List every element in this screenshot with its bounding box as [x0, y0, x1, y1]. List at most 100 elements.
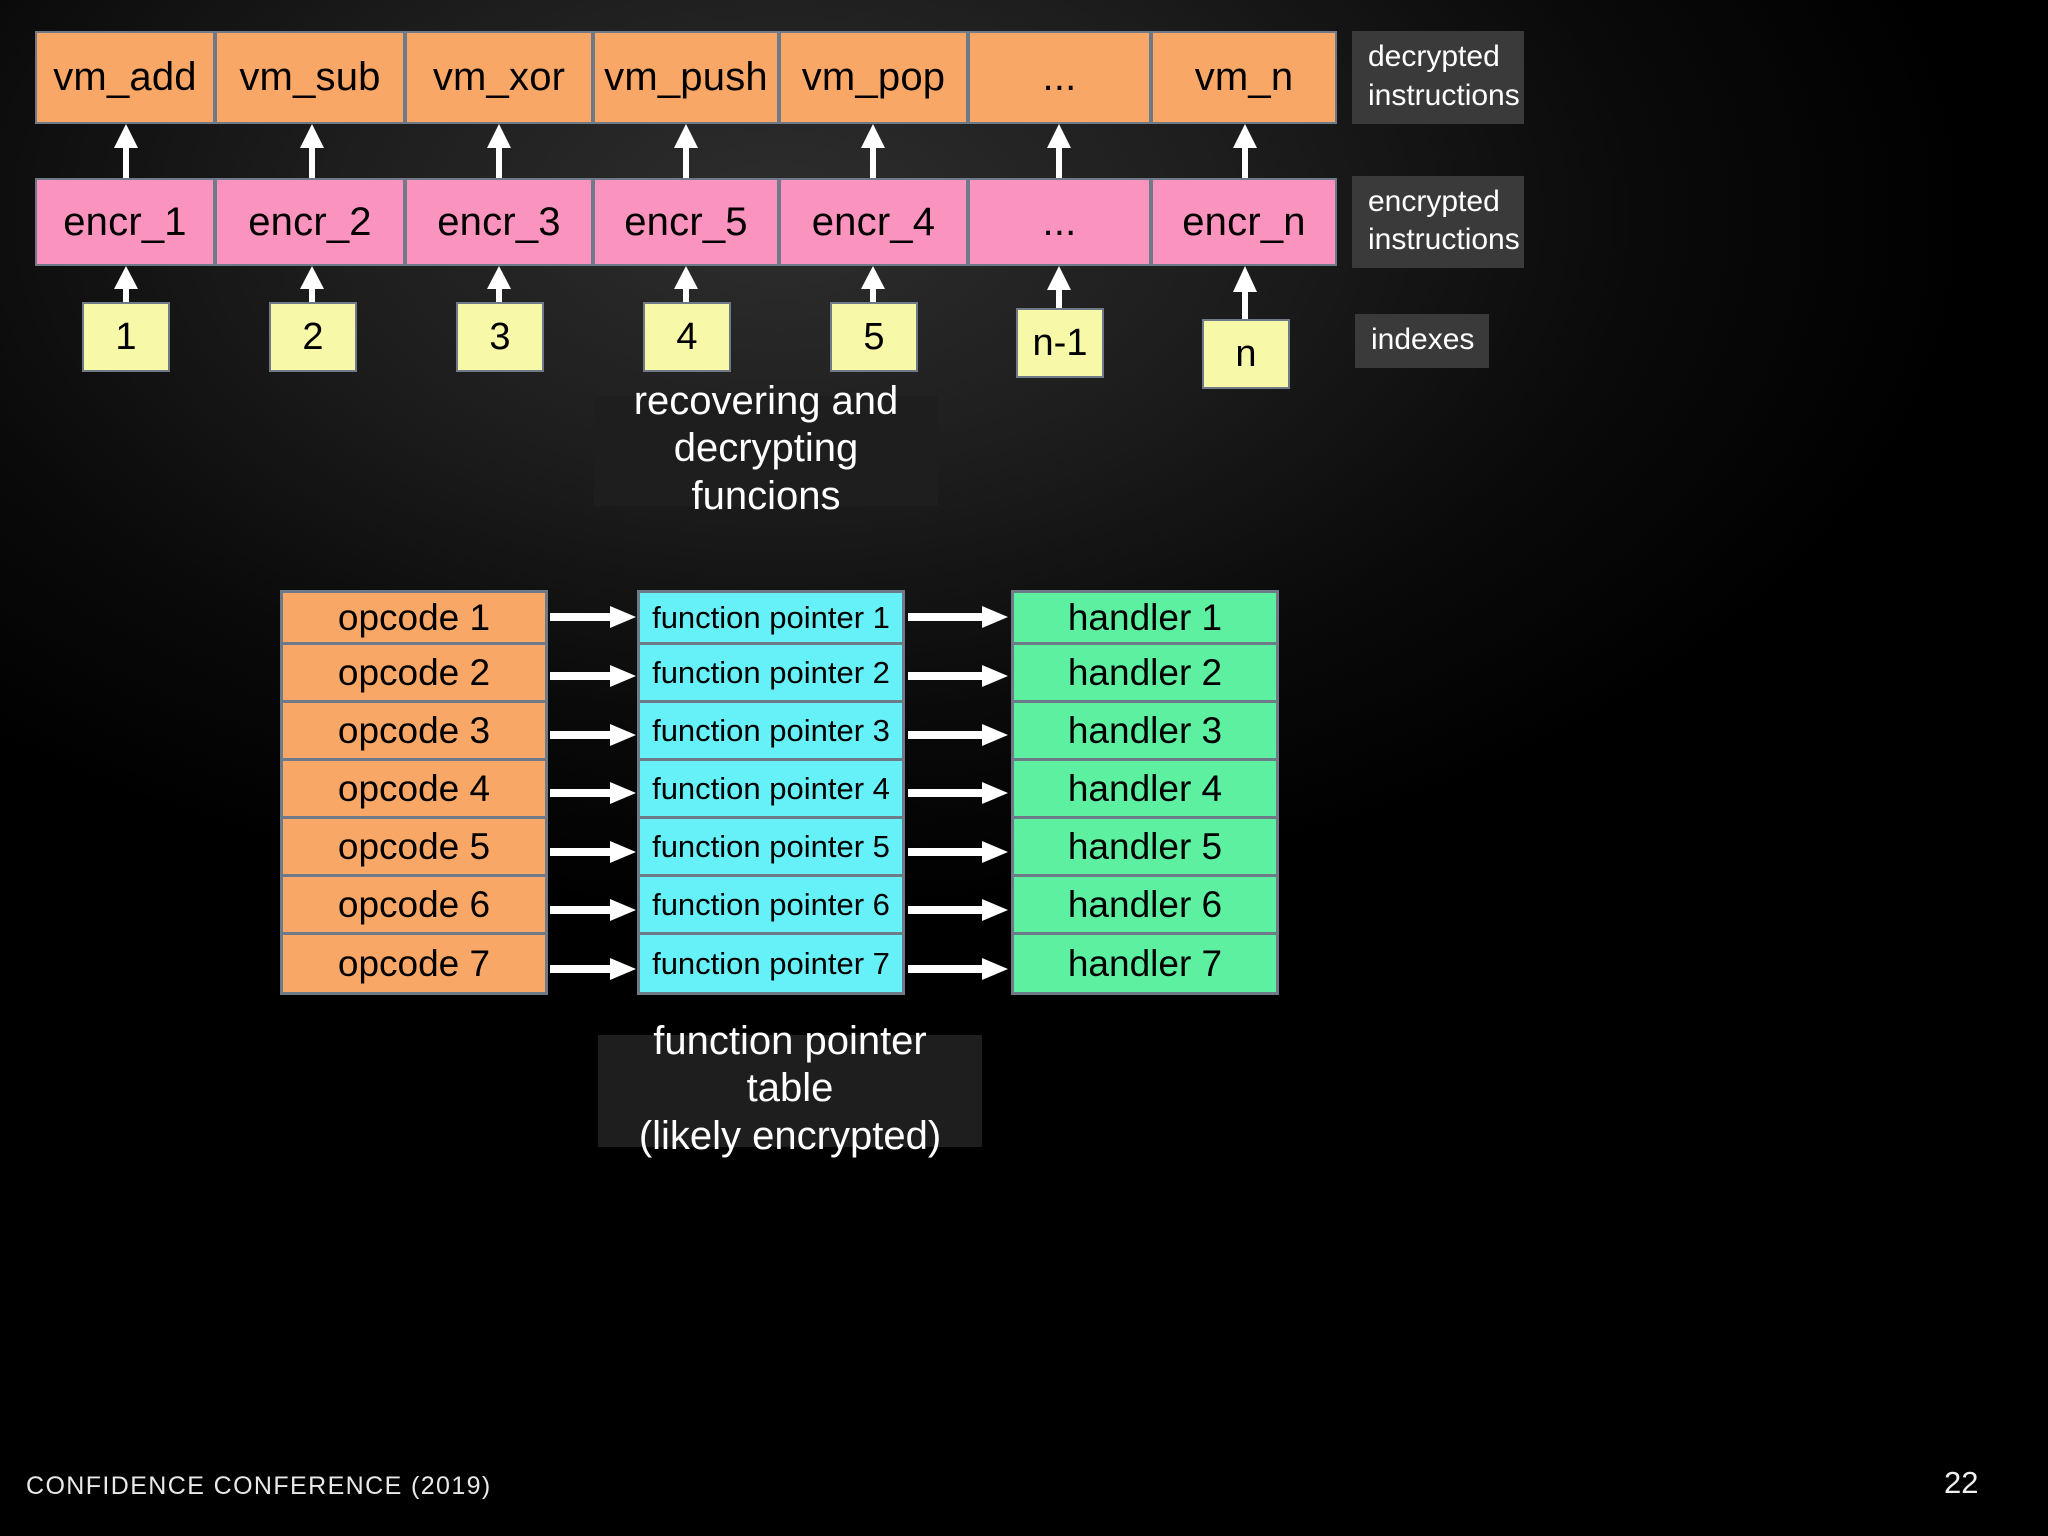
arrow-right-funcptr4-to-handler4 — [908, 782, 1008, 804]
arrow-up-encr3-to-vmxor — [487, 124, 511, 178]
funcptr-row-4: function pointer 4 — [637, 761, 905, 819]
decrypted-cell-1-label: vm_add — [53, 55, 197, 99]
decrypted-cell-7-label: vm_n — [1194, 55, 1294, 99]
encrypted-cell-1: encr_1 — [35, 178, 215, 266]
opcode-table: opcode 1 opcode 2 opcode 3 opcode 4 opco… — [280, 590, 548, 995]
funcptr-row-5: function pointer 5 — [637, 819, 905, 877]
fpt-caption-line2: (likely encrypted) — [638, 1113, 942, 1158]
arrow-right-opcode7-to-funcptr7 — [550, 958, 636, 980]
opcode-row-5-label: opcode 5 — [337, 825, 491, 867]
fpt-caption-line1: function pointer table — [653, 1019, 927, 1111]
funcptr-row-3-label: function pointer 3 — [652, 712, 890, 748]
decrypted-cell-2: vm_sub — [215, 31, 405, 124]
arrow-right-opcode2-to-funcptr2 — [550, 665, 636, 687]
funcptr-row-5-label: function pointer 5 — [652, 828, 890, 864]
opcode-row-1-label: opcode 1 — [337, 596, 491, 638]
handler-row-2-label: handler 2 — [1067, 651, 1223, 693]
encrypted-instructions-label: encrypted instructions — [1352, 176, 1524, 268]
decrypted-cell-4: vm_push — [593, 31, 779, 124]
encrypted-cell-4: encr_5 — [593, 178, 779, 266]
decrypted-label-line1: decrypted — [1368, 40, 1500, 74]
decrypted-cell-5-label: vm_pop — [801, 55, 946, 99]
handler-row-4: handler 4 — [1011, 761, 1279, 819]
encrypted-cell-5: encr_4 — [779, 178, 968, 266]
handler-row-1: handler 1 — [1011, 590, 1279, 645]
handler-row-1-label: handler 1 — [1067, 596, 1223, 638]
opcode-row-4: opcode 4 — [280, 761, 548, 819]
opcode-row-2-label: opcode 2 — [337, 651, 491, 693]
handler-row-5-label: handler 5 — [1067, 825, 1223, 867]
opcode-row-5: opcode 5 — [280, 819, 548, 877]
opcode-row-4-label: opcode 4 — [337, 767, 491, 809]
arrow-up-ellipsis — [1047, 124, 1071, 178]
index-cell-2-label: 2 — [302, 315, 324, 358]
opcode-row-3-label: opcode 3 — [337, 709, 491, 751]
arrow-up-index4-to-encr5 — [674, 266, 698, 316]
arrow-right-funcptr5-to-handler5 — [908, 841, 1008, 863]
opcode-row-6: opcode 6 — [280, 877, 548, 935]
arrow-up-indexn-to-encrn — [1233, 266, 1257, 336]
funcptr-row-3: function pointer 3 — [637, 703, 905, 761]
encrypted-cell-1-label: encr_1 — [63, 199, 187, 244]
arrow-up-encr4-to-vmpop — [861, 124, 885, 178]
index-cell-1: 1 — [82, 302, 170, 372]
opcode-row-6-label: opcode 6 — [337, 883, 491, 925]
decrypted-instructions-label: decrypted instructions — [1352, 31, 1524, 124]
encrypted-cell-7-label: encr_n — [1182, 199, 1306, 244]
footer-conference: CONFIDENCE CONFERENCE (2019) — [26, 1472, 492, 1500]
funcptr-row-2-label: function pointer 2 — [652, 654, 890, 690]
indexes-label-text: indexes — [1371, 322, 1475, 356]
encrypted-cell-2: encr_2 — [215, 178, 405, 266]
handler-row-6-label: handler 6 — [1067, 883, 1223, 925]
arrow-right-opcode4-to-funcptr4 — [550, 782, 636, 804]
arrow-right-funcptr1-to-handler1 — [908, 606, 1008, 628]
handler-row-2: handler 2 — [1011, 645, 1279, 703]
encrypted-cell-6-label: ... — [1042, 199, 1077, 244]
opcode-row-7: opcode 7 — [280, 935, 548, 995]
index-cell-4: 4 — [643, 302, 731, 372]
arrow-right-opcode3-to-funcptr3 — [550, 724, 636, 746]
arrow-up-encr1-to-vmadd — [114, 124, 138, 178]
encrypted-cell-5-label: encr_4 — [811, 199, 936, 244]
handler-row-7: handler 7 — [1011, 935, 1279, 995]
decrypted-cell-6: ... — [968, 31, 1151, 124]
funcptr-row-7-label: function pointer 7 — [652, 945, 890, 981]
recovering-decrypting-caption: recovering and decrypting funcions — [594, 379, 938, 518]
index-cell-1-label: 1 — [115, 315, 137, 358]
funcptr-row-7: function pointer 7 — [637, 935, 905, 995]
arrow-right-funcptr6-to-handler6 — [908, 899, 1008, 921]
decrypted-cell-2-label: vm_sub — [239, 55, 381, 99]
encrypted-cell-3-label: encr_3 — [437, 199, 561, 244]
arrow-right-opcode5-to-funcptr5 — [550, 841, 636, 863]
encrypted-cell-3: encr_3 — [405, 178, 593, 266]
arrow-up-index2-to-encr2 — [300, 266, 324, 316]
page-number: 22 — [1944, 1465, 1979, 1500]
funcptr-row-1-label: function pointer 1 — [652, 599, 890, 635]
handler-table: handler 1 handler 2 handler 3 handler 4 … — [1011, 590, 1279, 995]
funcptr-row-6-label: function pointer 6 — [652, 886, 890, 922]
index-cell-5-label: 5 — [863, 315, 885, 358]
arrow-up-index3-to-encr3 — [487, 266, 511, 316]
decrypted-cell-4-label: vm_push — [604, 55, 768, 99]
index-cell-3: 3 — [456, 302, 544, 372]
opcode-row-2: opcode 2 — [280, 645, 548, 703]
handler-row-3: handler 3 — [1011, 703, 1279, 761]
funcptr-row-4-label: function pointer 4 — [652, 770, 890, 806]
indexes-label: indexes — [1355, 314, 1489, 368]
arrow-right-funcptr3-to-handler3 — [908, 724, 1008, 746]
handler-row-7-label: handler 7 — [1067, 942, 1223, 984]
index-cell-5: 5 — [830, 302, 918, 372]
arrow-up-encr5-to-vmpush — [674, 124, 698, 178]
handler-row-4-label: handler 4 — [1067, 767, 1223, 809]
opcode-row-1: opcode 1 — [280, 590, 548, 645]
arrow-right-opcode1-to-funcptr1 — [550, 606, 636, 628]
index-cell-3-label: 3 — [489, 315, 511, 358]
handler-row-5: handler 5 — [1011, 819, 1279, 877]
decrypted-cell-7: vm_n — [1151, 31, 1337, 124]
funcptr-row-1: function pointer 1 — [637, 590, 905, 645]
arrow-right-funcptr2-to-handler2 — [908, 665, 1008, 687]
arrow-up-indexn1-to-ellipsis — [1047, 266, 1071, 321]
decrypted-cell-3-label: vm_xor — [432, 55, 566, 99]
opcode-row-7-label: opcode 7 — [337, 942, 491, 984]
